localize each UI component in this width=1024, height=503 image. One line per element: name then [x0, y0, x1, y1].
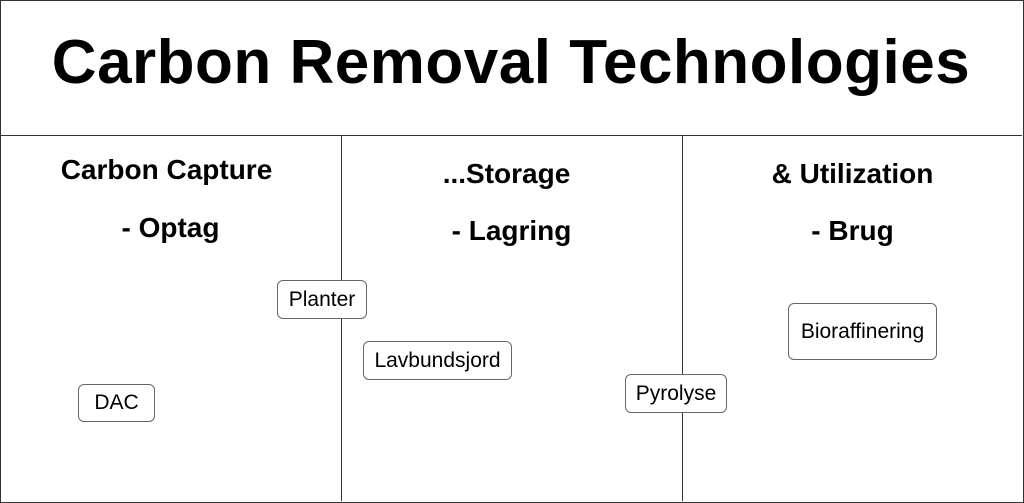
utilization-subheading: - Brug [811, 215, 894, 246]
storage-subheading: - Lagring [451, 215, 572, 246]
dac-node[interactable]: DAC [78, 384, 155, 422]
storage-heading: ...Storage [442, 158, 571, 189]
bioraffinering-node[interactable]: Bioraffinering [788, 303, 937, 360]
capture-heading: Carbon Capture [60, 154, 273, 185]
planter-node[interactable]: Planter [277, 280, 367, 319]
pyrolyse-node[interactable]: Pyrolyse [625, 374, 727, 413]
lavbundsjord-node[interactable]: Lavbundsjord [363, 341, 512, 380]
column-divider-2 [682, 135, 683, 501]
capture-subheading: - Optag [121, 212, 220, 243]
utilization-heading: & Utilization [771, 158, 934, 189]
diagram-title: Carbon Removal Technologies [51, 28, 971, 97]
title-band: Carbon Removal Technologies [0, 0, 1022, 136]
